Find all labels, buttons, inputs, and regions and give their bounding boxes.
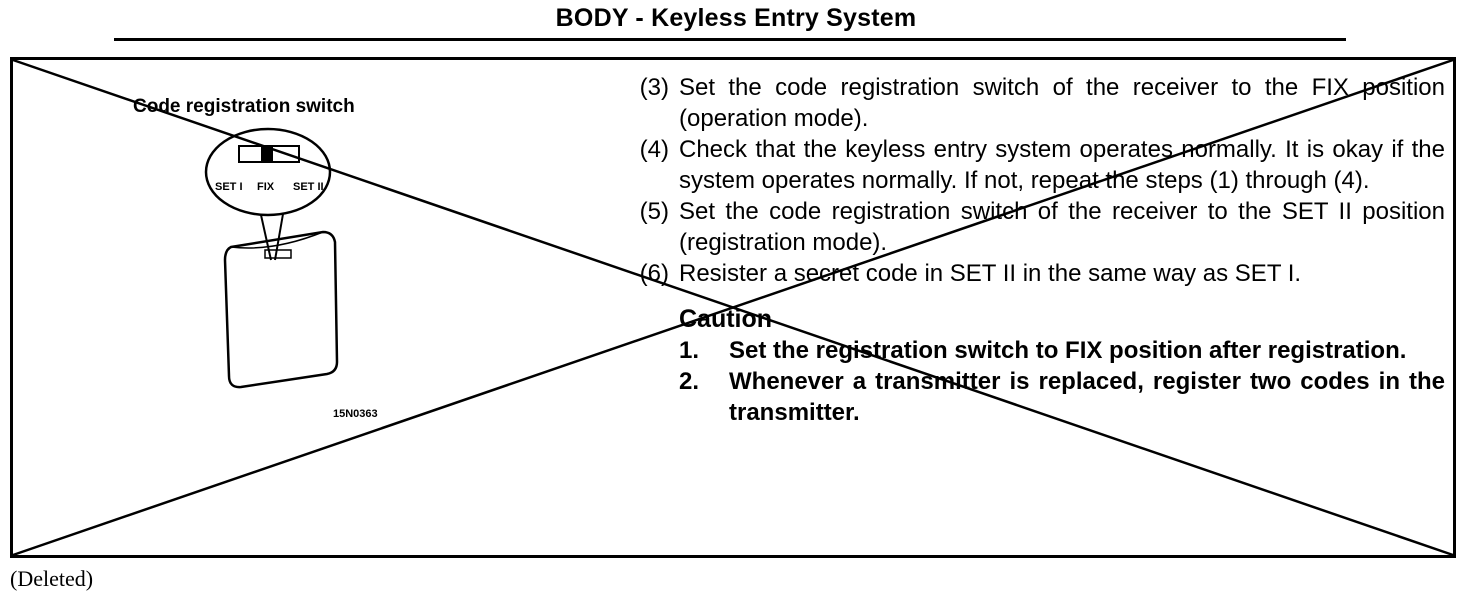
step-number: (4) (639, 136, 669, 163)
leader-line-left (260, 214, 272, 261)
step-text: Set the code registration switch of the … (679, 198, 1445, 256)
step-item: (5) Set the code registration switch of … (613, 196, 1445, 258)
step-item: (6) Resister a secret code in SET II in … (613, 258, 1445, 289)
procedure-steps: (3) Set the code registration switch of … (613, 72, 1445, 428)
cross-line-ascending (12, 58, 1454, 557)
figure-label: Code registration switch (133, 96, 355, 117)
step-number: (3) (639, 74, 669, 101)
figure-id: 15N0363 (333, 408, 378, 420)
leader-line-right (274, 213, 284, 261)
page-title: BODY - Keyless Entry System (555, 4, 917, 32)
code-registration-switch-figure: Code registration switch SET I FIX SET I… (133, 96, 378, 420)
caution-number: 2. (679, 368, 700, 395)
caution-item: 1. Set the registration switch to FIX po… (679, 335, 1445, 366)
caution-number: 1. (679, 337, 700, 364)
deleted-note: (Deleted) (10, 566, 94, 591)
switch-position-fix: FIX (257, 181, 275, 193)
step-text: Check that the keyless entry system oper… (679, 136, 1445, 194)
caution-block: Caution 1. Set the registration switch t… (679, 303, 1445, 428)
caution-text: Whenever a transmitter is replaced, regi… (729, 368, 1445, 426)
switch-position-set1: SET I (215, 181, 243, 193)
step-item: (4) Check that the keyless entry system … (613, 134, 1445, 196)
deleted-content-box: Code registration switch SET I FIX SET I… (10, 57, 1456, 558)
receiver-unit (223, 230, 339, 389)
header-rule (114, 38, 1346, 41)
switch-position-set2: SET II (293, 181, 324, 193)
step-text: Resister a secret code in SET II in the … (679, 260, 1302, 287)
deletion-cross (12, 58, 1454, 557)
switch-slider-knob (261, 146, 273, 162)
caution-item: 2. Whenever a transmitter is replaced, r… (679, 366, 1445, 428)
caution-text: Set the registration switch to FIX posit… (729, 337, 1407, 364)
step-item: (3) Set the code registration switch of … (613, 72, 1445, 134)
switch-magnifier-circle (204, 127, 332, 217)
step-number: (5) (639, 198, 669, 225)
receiver-switch (264, 249, 292, 259)
receiver-top-edge (230, 231, 324, 249)
step-text: Set the code registration switch of the … (679, 74, 1445, 132)
